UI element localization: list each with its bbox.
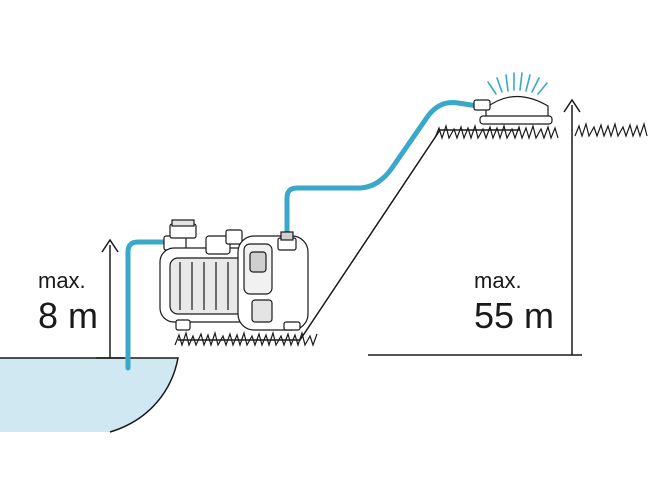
grass-top-plateau bbox=[434, 121, 648, 140]
grass-under-pump bbox=[174, 330, 318, 347]
delivery-height-value: 55 m bbox=[474, 295, 555, 336]
water-reservoir bbox=[0, 358, 178, 432]
suction-height-arrow bbox=[96, 238, 124, 359]
delivery-height-arrow bbox=[368, 98, 582, 356]
sprinkler-icon bbox=[473, 72, 553, 125]
delivery-height-max-label: max. bbox=[474, 268, 522, 293]
suction-height-max-label: max. bbox=[38, 268, 86, 293]
reservoir-bank-line bbox=[0, 357, 179, 433]
suction-hose bbox=[125, 239, 167, 371]
suction-height-value: 8 m bbox=[38, 295, 99, 336]
delivery-hose bbox=[284, 100, 481, 241]
garden-pump-icon bbox=[159, 219, 309, 331]
